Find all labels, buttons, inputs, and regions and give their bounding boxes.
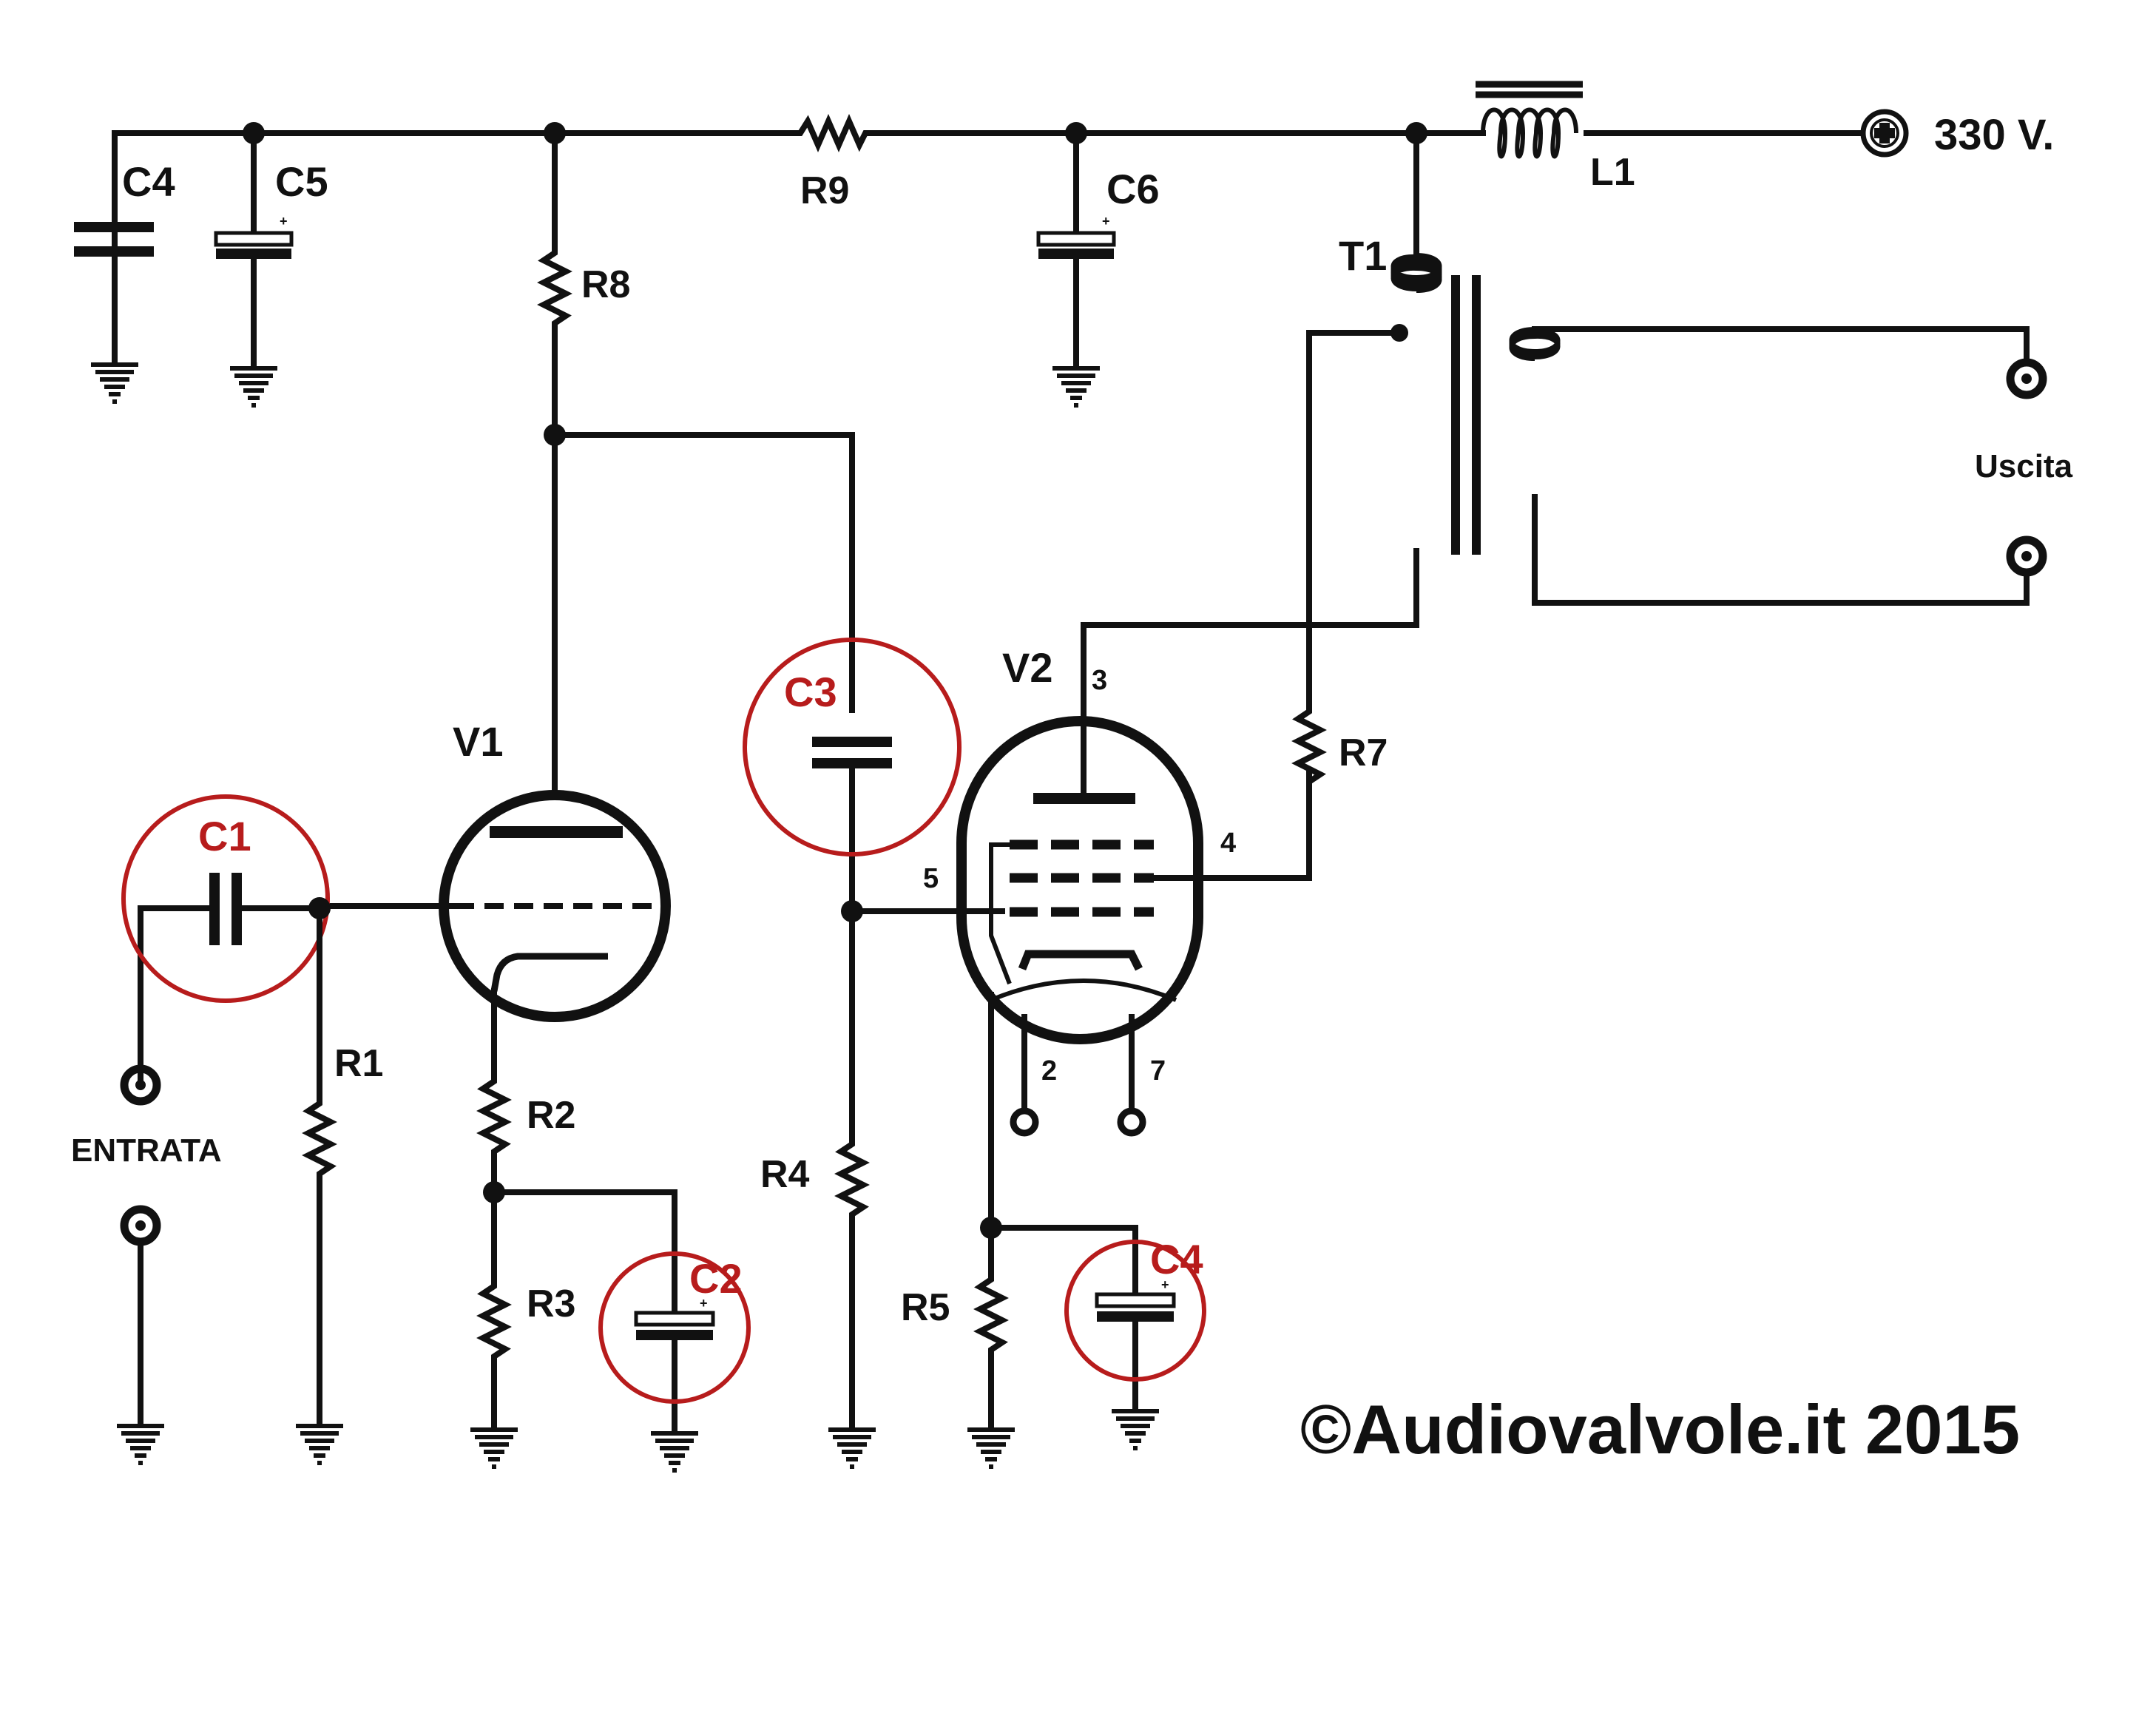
input-label: ENTRATA (71, 1132, 222, 1169)
pin-3: 3 (1092, 665, 1107, 696)
label-t1: T1 (1339, 232, 1387, 279)
input-terminals: ENTRATA (71, 1069, 222, 1463)
output-terminal-bottom (2010, 540, 2043, 572)
coupling-wire (552, 432, 855, 713)
svg-text:+: + (1161, 1277, 1169, 1292)
label-c6: C6 (1106, 166, 1160, 212)
resistor-r2: R2 (483, 988, 575, 1280)
label-c5: C5 (275, 158, 328, 205)
pin-5: 5 (923, 863, 939, 894)
label-v1: V1 (453, 718, 504, 765)
supply-voltage-label: 330 V. (1934, 111, 2054, 159)
label-r2: R2 (527, 1094, 575, 1137)
output-terminals: Uscita (1975, 362, 2073, 572)
tube-v2: V2 (956, 622, 1203, 1044)
svg-text:+: + (700, 1296, 708, 1311)
capacitor-c3: C3 (784, 669, 892, 1146)
label-r7: R7 (1339, 731, 1388, 774)
output-terminal-top (2010, 362, 2043, 395)
supply-terminal: 330 V. (1860, 109, 2054, 159)
label-c2: C2 (689, 1255, 743, 1302)
label-r8: R8 (581, 263, 630, 306)
capacitor-c5: + C5 (214, 130, 328, 405)
highlight-ring-c1 (121, 794, 330, 1003)
highlight-ring-c4 (1064, 1240, 1206, 1382)
input-terminal-ground (124, 1209, 157, 1242)
resistor-r4: R4 (760, 1135, 876, 1467)
label-r9: R9 (800, 169, 849, 212)
resistor-r3: R3 (470, 1277, 575, 1467)
pin-4: 4 (1220, 828, 1236, 859)
capacitor-c4-bypass: + C4 (988, 1225, 1203, 1448)
resistor-r1: R1 (296, 905, 383, 1463)
label-c3: C3 (784, 669, 837, 715)
resistor-r8: R8 (544, 130, 630, 798)
highlight-ring-c2 (598, 1251, 751, 1404)
label-l1: L1 (1590, 151, 1635, 194)
junction-dots (243, 122, 1427, 1239)
label-r3: R3 (527, 1282, 575, 1325)
output-label: Uscita (1975, 448, 2073, 484)
copyright-text: ©Audiovalvole.it 2015 (1300, 1390, 2020, 1468)
pin-2: 2 (1041, 1055, 1057, 1086)
label-r4: R4 (760, 1153, 810, 1196)
label-v2: V2 (1002, 644, 1053, 691)
label-c1: C1 (198, 813, 251, 859)
v2-pins: 3 4 5 2 7 (923, 665, 1236, 1137)
label-r1: R1 (334, 1042, 383, 1085)
svg-text:+: + (1102, 214, 1110, 229)
label-r5: R5 (901, 1286, 950, 1329)
transformer-t1: T1 (1081, 130, 2030, 628)
resistor-r9: R9 (791, 114, 869, 212)
capacitor-c6: + C6 (1036, 130, 1160, 405)
svg-text:+: + (280, 214, 288, 229)
inductor-l1: L1 (1476, 81, 1635, 194)
highlight-ring-c3 (743, 638, 962, 856)
capacitor-c2: + C2 (491, 1189, 743, 1470)
pin-7: 7 (1150, 1055, 1166, 1086)
resistor-r7: R7 (1151, 330, 1402, 881)
capacitor-c4-filter: C4 (74, 158, 175, 402)
capacitor-c1: C1 (138, 813, 322, 1085)
label-c4-filter: C4 (122, 158, 175, 205)
